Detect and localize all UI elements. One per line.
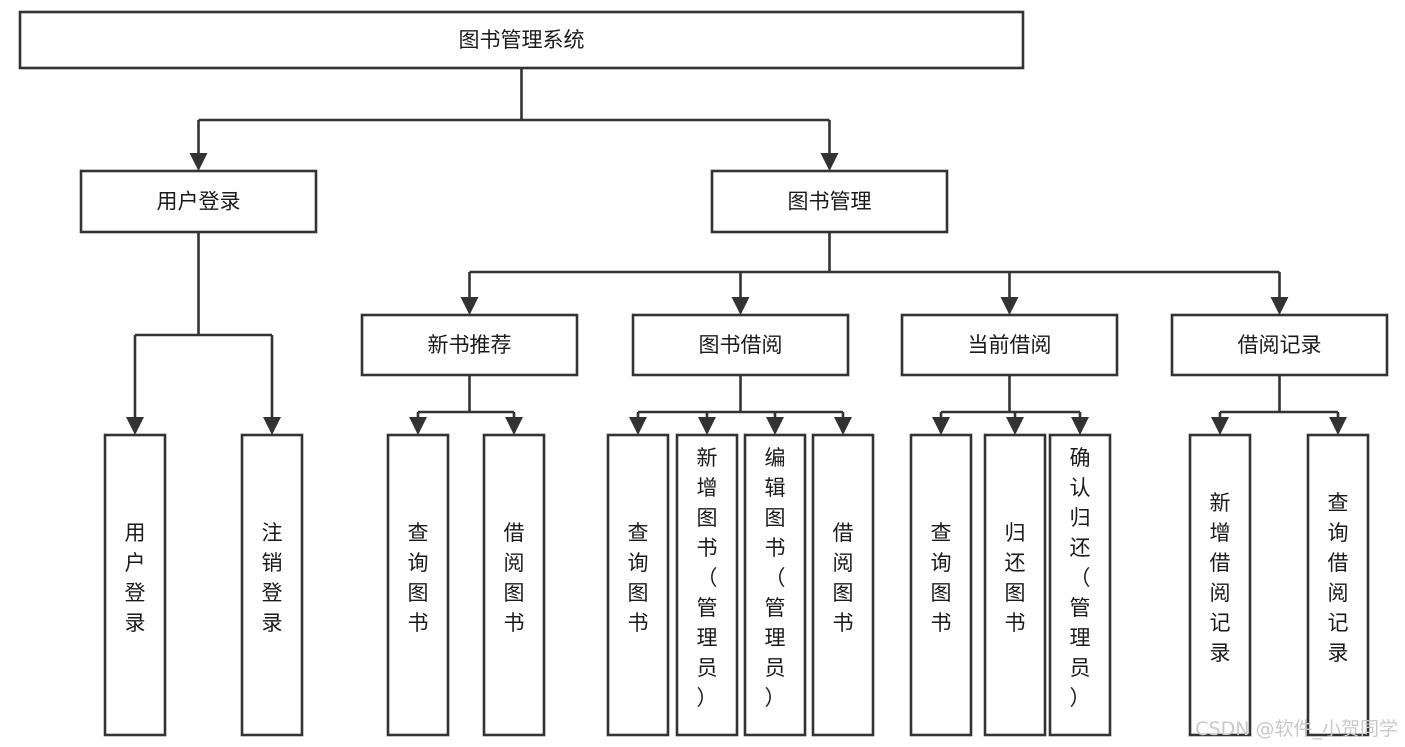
node-leaf-3[interactable]: 借阅图书 xyxy=(482,433,546,737)
node-label: 图书借阅 xyxy=(699,333,783,357)
node-box xyxy=(79,169,318,234)
node-box xyxy=(1048,433,1112,737)
node-level2-0[interactable]: 用户登录 xyxy=(79,169,318,234)
node-box xyxy=(386,433,450,737)
node-label: 新增借阅记录 xyxy=(1210,491,1231,665)
node-box xyxy=(360,313,579,377)
node-box xyxy=(743,433,807,737)
node-layer: 图书管理系统用户登录图书管理新书推荐图书借阅当前借阅借阅记录用户登录注销登录查询… xyxy=(18,10,1389,737)
node-leaf-8[interactable]: 查询图书 xyxy=(909,433,973,737)
node-label: 用户登录 xyxy=(125,521,146,635)
node-box xyxy=(606,433,670,737)
arrow-head-icon xyxy=(932,417,950,435)
arrow-head-icon xyxy=(1000,297,1019,315)
node-label: 借阅记录 xyxy=(1238,333,1322,357)
arrow-head-icon xyxy=(698,417,716,435)
arrow-head-icon xyxy=(834,417,852,435)
arrow-head-icon xyxy=(460,297,479,315)
node-box xyxy=(983,433,1047,737)
node-leaf-11[interactable]: 新增借阅记录 xyxy=(1188,433,1252,737)
node-level3-0[interactable]: 新书推荐 xyxy=(360,313,579,377)
node-label: 查询图书 xyxy=(628,521,649,635)
node-label: 借阅图书 xyxy=(504,521,525,635)
node-level2-1[interactable]: 图书管理 xyxy=(710,169,949,234)
node-leaf-0[interactable]: 用户登录 xyxy=(103,433,167,737)
node-label: 当前借阅 xyxy=(968,333,1052,357)
arrow-head-icon xyxy=(505,417,523,435)
arrow-head-icon xyxy=(1071,417,1089,435)
node-label: 确认归还（管理员） xyxy=(1070,446,1091,710)
arrow-head-icon xyxy=(1329,417,1347,435)
arrow-head-icon xyxy=(766,417,784,435)
node-leaf-9[interactable]: 归还图书 xyxy=(983,433,1047,737)
node-box xyxy=(675,433,739,737)
arrow-head-icon xyxy=(629,417,647,435)
node-box xyxy=(482,433,546,737)
node-label: 查询借阅记录 xyxy=(1328,491,1349,665)
node-label: 查询图书 xyxy=(931,521,952,635)
csdn-watermark: CSDN @软件_小贺同学 xyxy=(1195,718,1398,740)
node-leaf-4[interactable]: 查询图书 xyxy=(606,433,670,737)
node-leaf-1[interactable]: 注销登录 xyxy=(240,433,304,737)
node-root-图书管理系统[interactable]: 图书管理系统 xyxy=(18,10,1025,70)
node-label: 归还图书 xyxy=(1005,521,1026,635)
arrow-head-icon xyxy=(263,417,281,435)
node-level3-1[interactable]: 图书借阅 xyxy=(631,313,850,377)
node-box xyxy=(1188,433,1252,737)
node-box xyxy=(240,433,304,737)
arrow-head-icon xyxy=(1211,417,1229,435)
node-box xyxy=(900,313,1119,377)
node-box xyxy=(909,433,973,737)
node-box xyxy=(103,433,167,737)
node-leaf-2[interactable]: 查询图书 xyxy=(386,433,450,737)
node-label: 图书管理系统 xyxy=(459,28,585,52)
arrow-head-icon xyxy=(820,153,839,171)
node-label: 编辑图书（管理员） xyxy=(765,446,786,710)
node-label: 借阅图书 xyxy=(833,521,854,635)
node-label: 查询图书 xyxy=(408,521,429,635)
node-label: 注销登录 xyxy=(262,521,283,635)
node-box xyxy=(1170,313,1389,377)
node-leaf-5[interactable]: 新增图书（管理员） xyxy=(675,433,739,737)
node-level3-2[interactable]: 当前借阅 xyxy=(900,313,1119,377)
node-box xyxy=(1306,433,1370,737)
node-label: 图书管理 xyxy=(788,190,872,214)
arrow-head-icon xyxy=(126,417,144,435)
node-leaf-6[interactable]: 编辑图书（管理员） xyxy=(743,433,807,737)
node-box xyxy=(18,10,1025,70)
node-leaf-12[interactable]: 查询借阅记录 xyxy=(1306,433,1370,737)
node-label: 新增图书（管理员） xyxy=(697,446,718,710)
arrow-head-icon xyxy=(731,297,750,315)
node-leaf-10[interactable]: 确认归还（管理员） xyxy=(1048,433,1112,737)
node-level3-3[interactable]: 借阅记录 xyxy=(1170,313,1389,377)
node-box xyxy=(710,169,949,234)
connector-layer xyxy=(126,68,1347,435)
node-label: 新书推荐 xyxy=(428,333,512,357)
arrow-head-icon xyxy=(189,153,208,171)
arrow-head-icon xyxy=(1006,417,1024,435)
arrow-head-icon xyxy=(409,417,427,435)
node-box xyxy=(631,313,850,377)
node-leaf-7[interactable]: 借阅图书 xyxy=(811,433,875,737)
node-label: 用户登录 xyxy=(157,190,241,214)
arrow-head-icon xyxy=(1270,297,1289,315)
node-box xyxy=(811,433,875,737)
